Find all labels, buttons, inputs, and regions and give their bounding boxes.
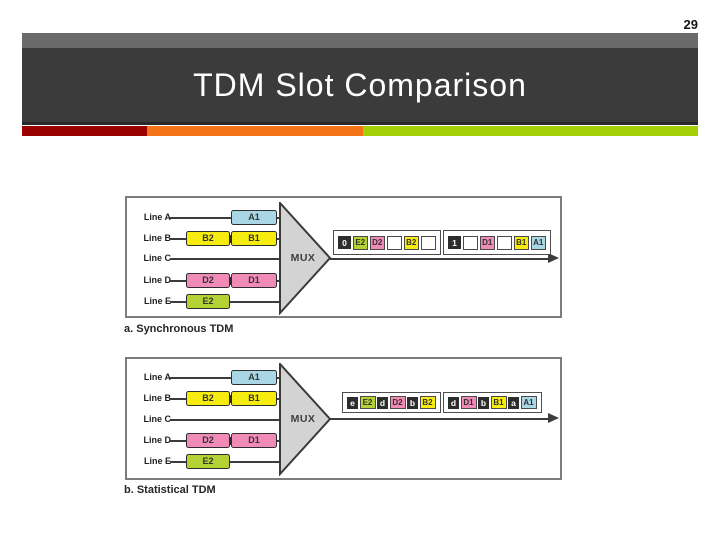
frame-slot: d	[448, 396, 459, 409]
frame-slot: E2	[359, 396, 376, 409]
frame-slot: D2	[389, 396, 406, 409]
output-line	[330, 258, 550, 260]
frame-slot: b	[478, 396, 489, 409]
signal-line	[170, 377, 281, 379]
figure-caption: b. Statistical TDM	[124, 484, 216, 496]
frame-slot: 0	[338, 236, 351, 249]
packet-box: D2	[186, 433, 230, 448]
signal-line	[170, 258, 281, 260]
packet-box: D1	[231, 273, 277, 288]
packet-box: D2	[186, 273, 230, 288]
line-row-b: Line B B2 B1	[127, 391, 560, 407]
frame-slot: 1	[448, 236, 461, 249]
line-row-e: Line E E2	[127, 294, 560, 310]
page-number: 29	[683, 17, 698, 32]
frame-slot: D1	[479, 235, 495, 250]
frame-slot: E2	[352, 235, 368, 250]
frame-slot	[420, 235, 436, 250]
arrowhead-icon	[548, 413, 559, 423]
packet-box: D1	[231, 433, 277, 448]
signal-line	[170, 419, 281, 421]
frame-slot: e	[347, 396, 358, 409]
line-row-b: Line B B2 B1	[127, 231, 560, 247]
arrowhead-icon	[548, 253, 559, 263]
tick-mark	[229, 277, 232, 285]
frame-slot	[462, 235, 478, 250]
line-label: Line C	[143, 253, 171, 263]
line-label: Line B	[143, 393, 171, 403]
frame-slot: d	[377, 396, 388, 409]
packet-box: E2	[186, 294, 230, 309]
line-row-d: Line D D2 D1	[127, 433, 560, 449]
line-row-e: Line E E2	[127, 454, 560, 470]
frame-slot: b	[407, 396, 418, 409]
accent-bar-orange	[147, 126, 363, 136]
packet-box: B1	[231, 231, 277, 246]
line-label: Line D	[143, 275, 171, 285]
line-row-a: Line A A1	[127, 210, 560, 226]
packet-box: E2	[186, 454, 230, 469]
accent-bar-green	[363, 126, 698, 136]
line-label: Line B	[143, 233, 171, 243]
line-row-c: Line C	[127, 412, 560, 428]
line-label: Line C	[143, 414, 171, 424]
packet-box: B2	[186, 231, 230, 246]
title-band: TDM Slot Comparison	[22, 48, 698, 125]
output-line	[330, 418, 550, 420]
frame-slot: a	[508, 396, 519, 409]
line-row-d: Line D D2 D1	[127, 273, 560, 289]
frame-slot: B2	[419, 396, 436, 409]
frame-slot: D1	[460, 396, 477, 409]
tdm-frame: e E2 d D2 b B2	[342, 392, 441, 413]
tdm-frame: 1 D1 B1 A1	[443, 230, 551, 255]
line-label: Line A	[143, 372, 171, 382]
tdm-frame: 0 E2 D2 B2	[333, 230, 441, 255]
tick-mark	[229, 395, 232, 403]
line-label: Line E	[143, 456, 171, 466]
frame-slot: A1	[530, 235, 546, 250]
packet-box: A1	[231, 370, 277, 385]
mux-label: MUX	[290, 252, 316, 264]
line-row-a: Line A A1	[127, 370, 560, 386]
frame-slot: B2	[403, 235, 419, 250]
signal-line	[170, 217, 281, 219]
slide-title: TDM Slot Comparison	[193, 66, 527, 103]
frame-slot: D2	[369, 235, 385, 250]
line-label: Line A	[143, 212, 171, 222]
figure-statistical-tdm: Line A A1 Line B B2 B1 Line C Line D D2 …	[125, 357, 562, 480]
tick-mark	[229, 235, 232, 243]
line-label: Line E	[143, 296, 171, 306]
frame-slot: A1	[520, 396, 537, 409]
mux-label: MUX	[290, 413, 316, 425]
figure-synchronous-tdm: Line A A1 Line B B2 B1 Line C Line D D2 …	[125, 196, 562, 318]
tick-mark	[229, 437, 232, 445]
tdm-frame: d D1 b B1 a A1	[443, 392, 542, 413]
frame-slot	[386, 235, 402, 250]
figure-caption: a. Synchronous TDM	[124, 323, 234, 335]
mux-triangle	[279, 202, 332, 315]
accent-bar-red	[22, 126, 147, 136]
frame-slot: B1	[490, 396, 507, 409]
packet-box: B1	[231, 391, 277, 406]
packet-box: A1	[231, 210, 277, 225]
header-gray-bar	[22, 33, 698, 48]
line-row-c: Line C	[127, 251, 560, 267]
frame-slot	[496, 235, 512, 250]
packet-box: B2	[186, 391, 230, 406]
frame-slot: B1	[513, 235, 529, 250]
line-label: Line D	[143, 435, 171, 445]
mux-triangle	[279, 363, 332, 476]
